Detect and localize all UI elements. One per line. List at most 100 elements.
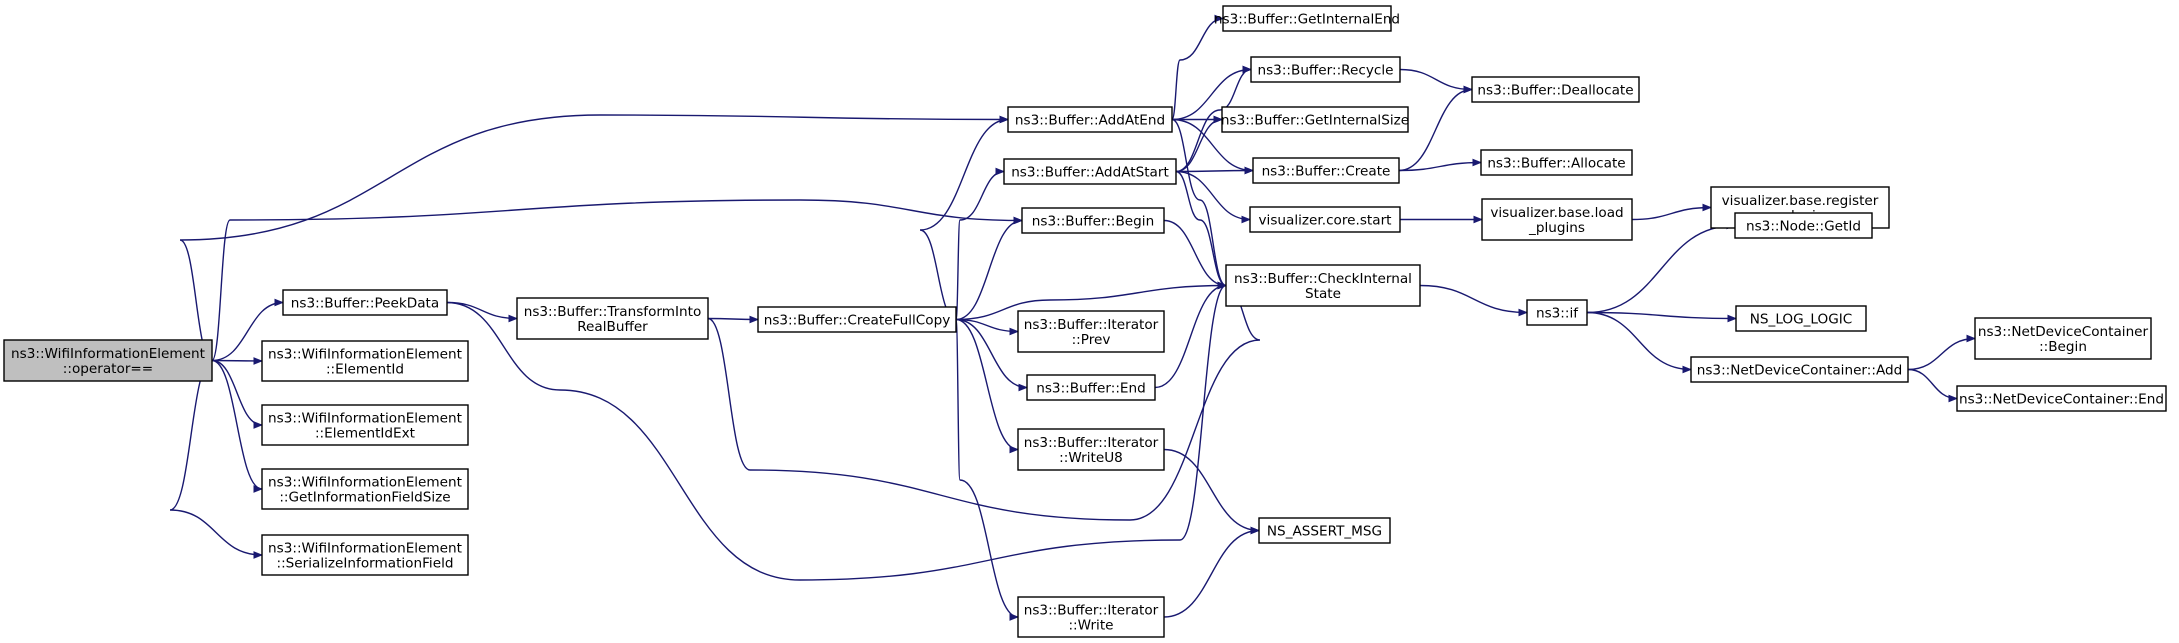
call-arrow (1631, 208, 1711, 221)
call-edge-addatstart-to-vcorestart (1175, 170, 1250, 220)
call-edge-createfull-to-addatend (919, 120, 1008, 321)
call-arrow (1171, 118, 1253, 171)
call-arrow (1171, 19, 1223, 121)
node-label-line: ns3::Buffer::Create (1262, 164, 1391, 180)
call-arrow (1586, 311, 1736, 319)
call-edge-addatend-to-recycle (1171, 70, 1251, 121)
call-edge-createfull-to-checkint (955, 286, 1226, 321)
call-arrow (1171, 118, 1226, 286)
node-box (3, 339, 213, 382)
node-box (516, 297, 709, 340)
call-edge-ndcadd-to-ndcend (1907, 368, 1957, 399)
node-label-line: ::operator== (63, 361, 153, 377)
call-edge-root-to-begin (211, 199, 1022, 362)
node-label-line: ::Prev (1072, 332, 1111, 348)
node-box (1956, 385, 2167, 412)
node-label-line: ::SerializeInformationField (277, 556, 454, 572)
function-node-elemid[interactable]: ns3::WifiInformationElement::ElementId (261, 340, 469, 382)
call-edge-root-to-elemidext (211, 359, 262, 426)
function-node-ndcbegin[interactable]: ns3::NetDeviceContainer::Begin (1974, 317, 2152, 360)
node-label-line: ns3::NetDeviceContainer::End (1959, 392, 2164, 408)
node-label-line: NS_ASSERT_MSG (1267, 524, 1382, 540)
call-arrow (1399, 68, 1472, 90)
node-label-line: ::ElementId (326, 362, 404, 378)
call-edge-addatstart-to-checkint (1175, 170, 1226, 286)
call-arrow (919, 120, 1008, 321)
node-label-line: ns3::NetDeviceContainer (1978, 324, 2149, 340)
node-label-line: RealBuffer (577, 319, 648, 335)
node-box (1258, 517, 1391, 544)
function-node-root[interactable]: ns3::WifiInformationElement::operator== (3, 339, 213, 382)
function-node-vbaseload[interactable]: visualizer.base.load_plugins (1481, 198, 1633, 241)
function-node-addatend[interactable]: ns3::Buffer::AddAtEnd (1007, 106, 1173, 133)
function-node-serinfo[interactable]: ns3::WifiInformationElement::SerializeIn… (261, 534, 469, 576)
function-node-getinfo[interactable]: ns3::WifiInformationElement::GetInformat… (261, 468, 469, 510)
call-arrow (179, 114, 1008, 362)
function-node-dealloc[interactable]: ns3::Buffer::Deallocate (1471, 76, 1640, 103)
node-label-line: ns3::Buffer::GetInternalSize (1221, 113, 1409, 129)
function-node-create[interactable]: ns3::Buffer::Create (1252, 157, 1400, 184)
node-label-line: ns3::Buffer::Recycle (1257, 63, 1393, 79)
function-node-addatstart[interactable]: ns3::Buffer::AddAtStart (1003, 158, 1177, 185)
function-node-ndcadd[interactable]: ns3::NetDeviceContainer::Add (1690, 356, 1909, 383)
call-arrow (1175, 170, 1250, 220)
function-node-getintsize[interactable]: ns3::Buffer::GetInternalSize (1221, 106, 1409, 133)
node-label-line: ns3::Node::GetId (1746, 219, 1861, 235)
function-node-nslogic[interactable]: NS_LOG_LOGIC (1735, 305, 1867, 332)
call-edge-createfull-to-begin (955, 221, 1022, 321)
call-arrow (1419, 284, 1527, 313)
function-node-writeu8[interactable]: ns3::Buffer::Iterator::WriteU8 (1017, 428, 1165, 471)
node-box (1249, 206, 1401, 233)
function-node-end[interactable]: ns3::Buffer::End (1026, 374, 1156, 401)
node-label-line: ns3::WifiInformationElement (268, 541, 462, 557)
function-node-write[interactable]: ns3::Buffer::Iterator::Write (1017, 596, 1165, 638)
call-arrow (955, 318, 1018, 450)
call-arrow (955, 221, 1022, 321)
node-label-line: ::Write (1068, 618, 1113, 634)
function-node-getintend[interactable]: ns3::Buffer::GetInternalEnd (1214, 5, 1400, 32)
call-edge-nsif-to-nodegetid (1586, 226, 1735, 314)
call-arrow (1163, 531, 1259, 618)
function-node-nodegetid[interactable]: ns3::Node::GetId (1734, 212, 1873, 239)
node-box (1021, 207, 1165, 234)
node-label-line: ::GetInformationFieldSize (279, 490, 450, 506)
node-box (1481, 198, 1633, 241)
node-label-line: ns3::Buffer::CheckInternal (1234, 271, 1412, 287)
node-label-line: ns3::Buffer::AddAtStart (1011, 165, 1169, 181)
function-node-begin[interactable]: ns3::Buffer::Begin (1021, 207, 1165, 234)
call-arrow (1175, 170, 1226, 286)
call-edges (169, 19, 1975, 618)
call-edge-write-to-assertmsg (1163, 531, 1259, 618)
call-arrow (1398, 90, 1472, 172)
function-node-assertmsg[interactable]: NS_ASSERT_MSG (1258, 517, 1391, 544)
call-edge-checkint-to-nsif (1419, 284, 1527, 313)
node-label-line: visualizer.base.register (1722, 193, 1879, 209)
node-box (282, 289, 448, 316)
call-arrow (1907, 339, 1975, 371)
function-node-ndcend[interactable]: ns3::NetDeviceContainer::End (1956, 385, 2167, 412)
call-arrow (707, 319, 758, 320)
function-node-iterprev[interactable]: ns3::Buffer::Iterator::Prev (1017, 310, 1165, 353)
call-edge-create-to-dealloc (1398, 90, 1472, 172)
call-arrow (955, 286, 1226, 321)
node-label-line: ns3::Buffer::PeekData (291, 296, 439, 312)
node-box (261, 404, 469, 446)
function-node-vcorestart[interactable]: visualizer.core.start (1249, 206, 1401, 233)
call-edge-addatstart-to-recycle (1175, 70, 1251, 173)
node-box (1017, 428, 1165, 471)
call-arrow (955, 318, 1027, 388)
node-label-line: visualizer.base.load (1490, 205, 1623, 221)
function-node-alloc[interactable]: ns3::Buffer::Allocate (1480, 149, 1633, 176)
function-node-createfull[interactable]: ns3::Buffer::CreateFullCopy (757, 306, 957, 333)
call-edge-createfull-to-iterprev (955, 318, 1018, 332)
call-arrow (955, 318, 1018, 332)
function-node-nsif[interactable]: ns3::if (1526, 299, 1588, 326)
function-node-recycle[interactable]: ns3::Buffer::Recycle (1250, 56, 1401, 83)
call-arrow (1586, 226, 1735, 314)
node-label-line: visualizer.core.start (1259, 213, 1392, 229)
node-box (1221, 106, 1409, 133)
function-node-peek[interactable]: ns3::Buffer::PeekData (282, 289, 448, 316)
function-node-elemidext[interactable]: ns3::WifiInformationElement::ElementIdEx… (261, 404, 469, 446)
